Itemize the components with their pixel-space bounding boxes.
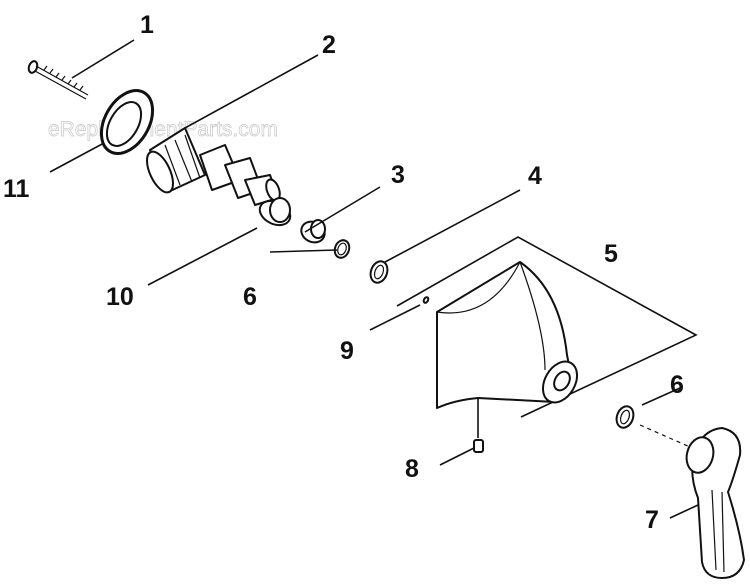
watermark-text: eReplacementParts.com (48, 118, 278, 141)
callout-2: 2 (322, 31, 336, 59)
part-8-set-screw (473, 439, 484, 453)
callout-1: 1 (140, 11, 154, 39)
callout-5: 5 (604, 240, 618, 268)
part-10-bushing (258, 197, 292, 227)
part-7-handle (685, 427, 745, 579)
callout-3: 3 (391, 161, 405, 189)
callout-11: 11 (3, 175, 30, 203)
callout-6-lower: 6 (670, 371, 684, 399)
callout-7: 7 (645, 506, 659, 534)
part-3-sleeve (300, 219, 326, 244)
part-4-washer (369, 260, 389, 284)
callout-6-upper: 6 (243, 283, 257, 311)
callout-9: 9 (340, 337, 354, 365)
part-2-cartridge (146, 127, 281, 206)
callout-labels: 1 2 3 4 5 6 6 7 8 9 10 11 (3, 11, 684, 534)
callout-10: 10 (106, 283, 134, 311)
leader-lines (49, 39, 699, 519)
part-5-wall-plate (396, 236, 698, 418)
callout-8: 8 (405, 455, 419, 483)
part-6-oring-lower (615, 405, 635, 429)
part-9-pin (422, 296, 430, 304)
part-1-screw (27, 60, 89, 100)
part-11-ring (99, 89, 155, 155)
callout-4: 4 (528, 162, 542, 190)
part-6-oring-upper (333, 239, 351, 259)
valve-body (436, 261, 579, 409)
